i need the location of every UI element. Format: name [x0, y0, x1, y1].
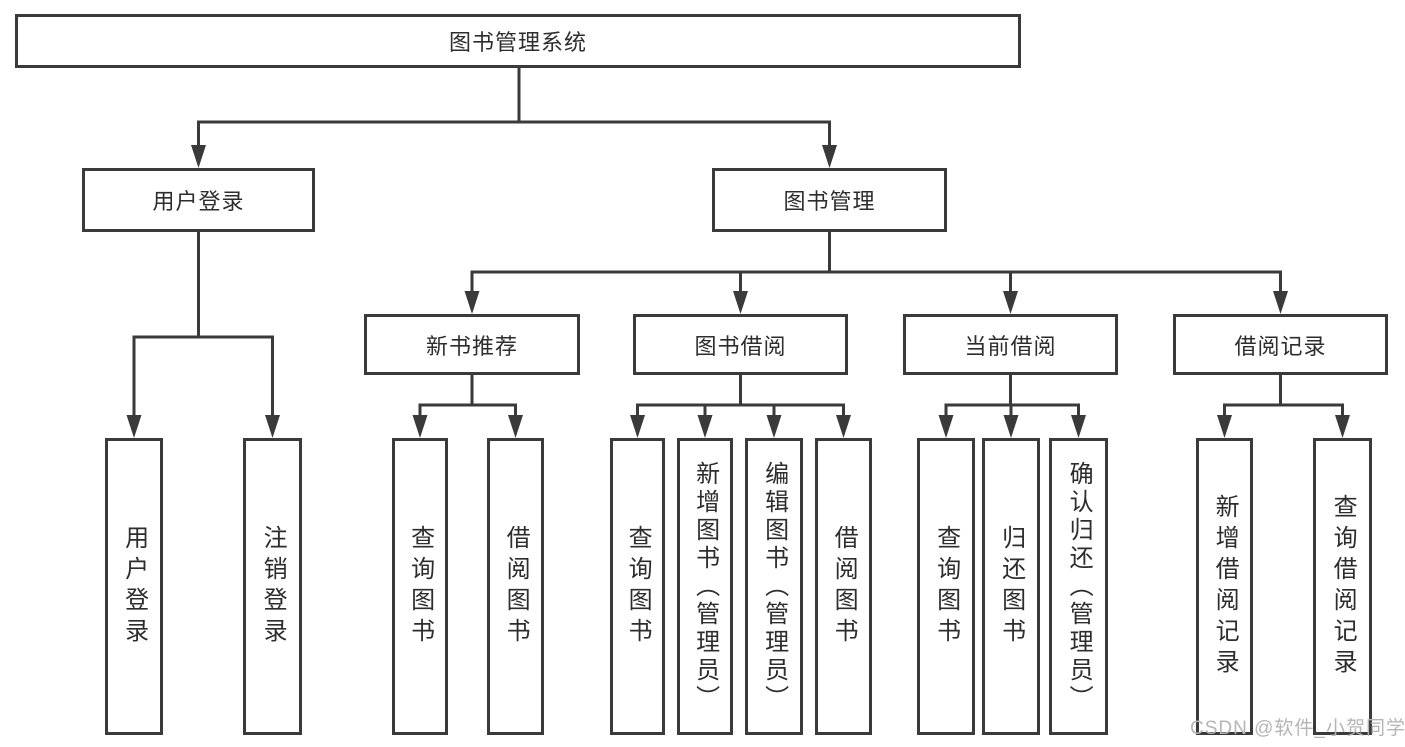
arrowhead-icon [766, 415, 782, 438]
arrowhead-icon [697, 415, 713, 438]
connector-book-management-to-level3 [464, 232, 1288, 314]
node-label: 借阅图书 [502, 524, 530, 649]
leaf-query-books-current: 查询图书 [917, 438, 975, 735]
node-label: 查询图书 [932, 524, 960, 649]
leaf-borrow-books-recommend: 借阅图书 [487, 438, 544, 735]
leaf-query-books-borrowing: 查询图书 [610, 438, 665, 735]
arrowhead-icon [126, 415, 142, 438]
watermark: CSDN @软件_小贺同学 [1190, 718, 1405, 739]
node-library-management-system: 图书管理系统 [15, 14, 1021, 68]
arrowhead-icon [733, 291, 748, 314]
arrowhead-icon [1003, 291, 1018, 314]
arrowhead-icon [822, 145, 837, 168]
arrowhead-icon [1071, 415, 1086, 438]
arrowhead-icon [1273, 291, 1288, 314]
leaf-add-borrow-record: 新增借阅记录 [1196, 438, 1253, 735]
node-label: 新书推荐 [425, 333, 518, 359]
node-label: 图书管理系统 [448, 30, 587, 55]
node-label: 编辑图书（管理员） [760, 460, 788, 713]
connector-user-login-to-leaves [126, 232, 280, 438]
arrowhead-icon [938, 415, 954, 438]
arrowhead-icon [464, 291, 480, 314]
node-book-borrowing: 图书借阅 [633, 314, 848, 375]
arrowhead-icon [1335, 415, 1350, 438]
connector-current-borrowing-to-leaves [938, 375, 1086, 438]
arrowhead-icon [412, 415, 428, 438]
node-new-book-recommend: 新书推荐 [364, 314, 580, 375]
leaf-user-login: 用户登录 [105, 438, 163, 735]
connector-borrowing-records-to-leaves [1217, 375, 1350, 438]
connector-new-book-recommend-to-leaves [412, 375, 523, 438]
node-label: 借阅记录 [1234, 333, 1327, 359]
arrowhead-icon [1003, 415, 1019, 438]
node-label: 新增图书（管理员） [691, 460, 719, 713]
node-label: 图书管理 [783, 189, 876, 214]
node-label: 用户登录 [152, 189, 245, 214]
node-label: 归还图书 [997, 524, 1025, 649]
leaf-query-borrow-record: 查询借阅记录 [1313, 438, 1372, 735]
connector-root-to-level2 [191, 68, 837, 168]
node-current-borrowing: 当前借阅 [903, 314, 1118, 375]
arrowhead-icon [191, 145, 206, 168]
node-label: 注销登录 [259, 524, 287, 649]
node-borrowing-records: 借阅记录 [1173, 314, 1388, 375]
leaf-borrow-books-borrowing: 借阅图书 [815, 438, 872, 735]
arrowhead-icon [1217, 415, 1232, 438]
node-book-management: 图书管理 [712, 168, 947, 232]
node-user-login: 用户登录 [82, 168, 315, 232]
leaf-confirm-return-admin: 确认归还（管理员） [1049, 438, 1108, 735]
node-label: 查询图书 [624, 524, 652, 649]
leaf-query-books-recommend: 查询图书 [392, 438, 448, 735]
connector-book-borrowing-to-leaves [630, 375, 851, 438]
arrowhead-icon [508, 415, 523, 438]
leaf-add-book-admin: 新增图书（管理员） [677, 438, 733, 735]
leaf-return-book: 归还图书 [982, 438, 1040, 735]
node-label: 确认归还（管理员） [1065, 460, 1093, 713]
node-label: 查询借阅记录 [1329, 493, 1357, 680]
arrowhead-icon [630, 415, 645, 438]
node-label: 新增借阅记录 [1211, 493, 1239, 680]
arrowhead-icon [836, 415, 851, 438]
node-label: 借阅图书 [830, 524, 858, 649]
node-label: 查询图书 [406, 524, 434, 649]
node-label: 当前借阅 [964, 333, 1057, 359]
node-label: 用户登录 [120, 524, 148, 649]
leaf-edit-book-admin: 编辑图书（管理员） [745, 438, 803, 735]
arrowhead-icon [265, 415, 280, 438]
leaf-logout: 注销登录 [243, 438, 302, 735]
node-label: 图书借阅 [694, 333, 787, 359]
